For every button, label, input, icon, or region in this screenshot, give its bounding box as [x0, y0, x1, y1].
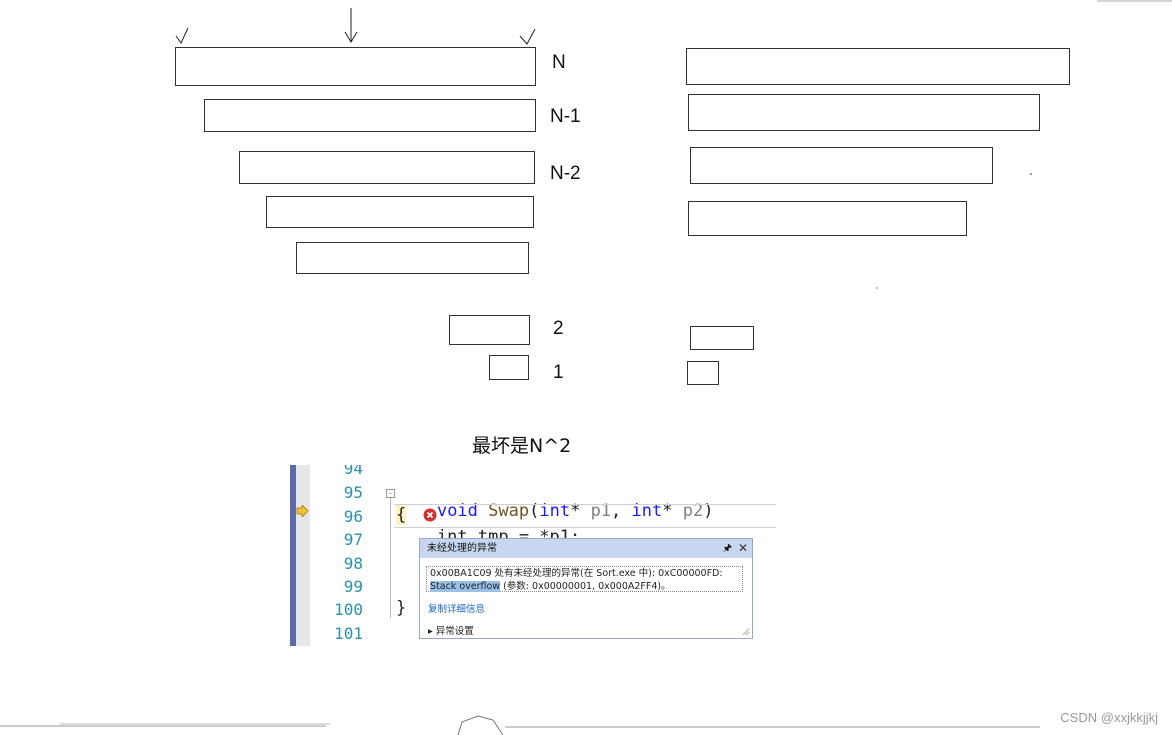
pin-icon[interactable]: 🖈 — [722, 543, 732, 554]
right-box-1 — [686, 48, 1070, 85]
collapse-toggle-icon[interactable]: - — [386, 489, 395, 498]
close-icon[interactable]: ✕ — [737, 541, 748, 555]
code-line-95: void Swap(int* p1, int* p2) — [436, 501, 714, 521]
right-box-6 — [687, 361, 719, 385]
left-box-1 — [489, 355, 529, 380]
resize-grip-icon[interactable] — [742, 628, 750, 636]
left-box-2 — [449, 315, 530, 345]
line-number-96: 96 — [343, 507, 363, 526]
line-number-98: 98 — [343, 554, 363, 573]
code-line-100: } — [396, 598, 407, 618]
left-box-4 — [266, 196, 534, 228]
exception-message: 0x00BA1C09 处有未经处理的异常(在 Sort.exe 中): 0xC0… — [426, 566, 743, 592]
current-statement-arrow-icon — [296, 505, 309, 517]
glyph-margin — [296, 465, 310, 646]
exception-settings-toggle[interactable]: ▸ 异常设置 — [428, 626, 474, 637]
highlighted-text: Stack overflow — [430, 580, 501, 592]
line-number-94: 94 — [343, 465, 363, 478]
code-editor: 94 95 96 97 98 99 100 101 - void Swap(in… — [290, 465, 776, 646]
line-number-99: 99 — [343, 577, 363, 596]
line-number-97: 97 — [343, 530, 363, 549]
editor-margin-bar — [290, 465, 296, 646]
left-box-5 — [296, 242, 529, 274]
code-line-96: { — [396, 505, 407, 525]
line-number-95: 95 — [343, 483, 363, 502]
left-box-n-1 — [204, 99, 536, 132]
line-number-100: 100 — [334, 600, 363, 619]
right-box-3 — [690, 147, 993, 184]
check-mark-right — [519, 28, 536, 45]
line-number-101: 101 — [334, 624, 363, 643]
label-2: 2 — [553, 318, 564, 339]
exception-helper-popup[interactable]: 未经处理的异常 🖈 ✕ 0x00BA1C09 处有未经处理的异常(在 Sort.… — [419, 538, 753, 639]
label-n-1: N-1 — [550, 106, 581, 127]
exception-title: 未经处理的异常 — [427, 543, 497, 554]
right-box-4 — [688, 201, 967, 236]
worst-case-caption: 最坏是N^2 — [472, 435, 572, 457]
error-icon — [423, 508, 437, 522]
check-mark-left — [175, 27, 189, 44]
right-box-2 — [688, 94, 1040, 131]
collapse-guide — [390, 498, 391, 618]
label-n: N — [552, 52, 566, 73]
current-line-highlight — [394, 504, 776, 528]
down-arrow-icon — [344, 8, 358, 43]
copy-details-link[interactable]: 复制详细信息 — [428, 604, 486, 615]
right-box-5 — [690, 326, 754, 350]
exception-title-bar: 未经处理的异常 🖈 ✕ — [420, 539, 752, 558]
label-n-2: N-2 — [550, 163, 581, 184]
left-box-n — [175, 47, 536, 86]
watermark: CSDN @xxjkkjjkj — [1060, 710, 1158, 725]
label-1: 1 — [553, 362, 564, 383]
shield-icon — [457, 715, 504, 735]
left-box-n-2 — [239, 151, 535, 184]
